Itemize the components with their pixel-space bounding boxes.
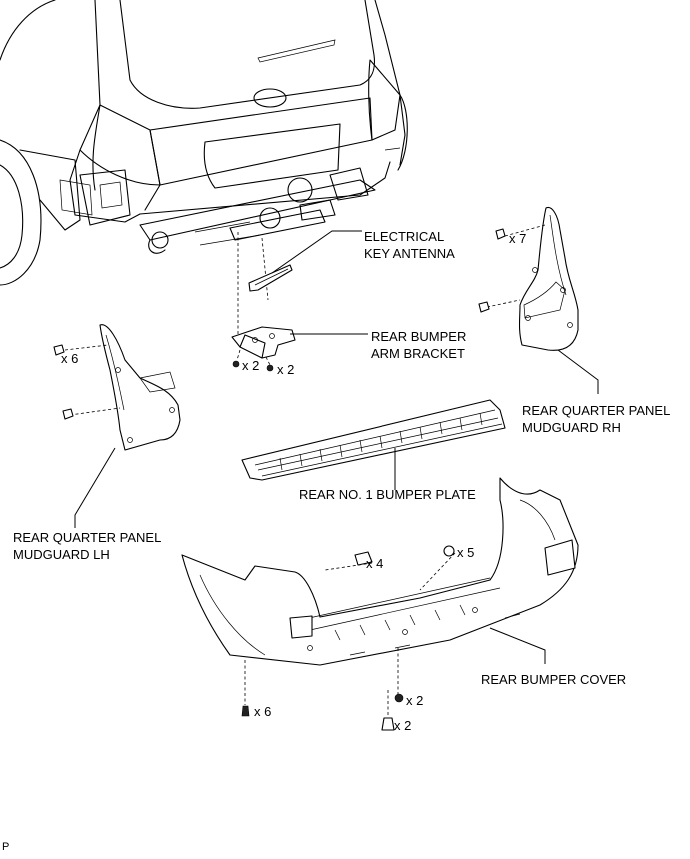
label-mudguard-lh-line1: REAR QUARTER PANEL	[13, 530, 162, 545]
mudguard-rh-part	[478, 206, 599, 394]
count-rh-mudguard-screws: x 7	[509, 231, 527, 246]
count-bracket-bolts-a: x 2	[242, 358, 260, 373]
label-rear-bumper-arm-bracket-line2: ARM BRACKET	[371, 346, 465, 361]
label-mudguard-lh-line2: MUDGUARD LH	[13, 547, 110, 562]
mudguard-lh-part	[53, 324, 181, 528]
corner-mark: P	[2, 841, 10, 853]
rear-no1-bumper-plate-part	[241, 399, 506, 490]
label-electrical-key-antenna-line1: ELECTRICAL	[364, 229, 445, 244]
plate-ribs	[279, 412, 483, 471]
label-rear-bumper-arm-bracket: REAR BUMPER ARM BRACKET	[371, 328, 466, 362]
label-mudguard-rh-line1: REAR QUARTER PANEL	[522, 403, 671, 418]
count-cover-clips-top: x 4	[366, 556, 384, 571]
electrical-key-antenna-part	[248, 230, 362, 292]
cover-fasteners	[241, 545, 455, 731]
rear-bumper-arm-bracket-part	[231, 326, 368, 372]
label-mudguard-lh: REAR QUARTER PANEL MUDGUARD LH	[13, 529, 161, 563]
count-cover-clips-center-b: x 2	[394, 718, 412, 733]
count-lh-mudguard-screws: x 6	[61, 351, 79, 366]
label-mudguard-rh: REAR QUARTER PANEL MUDGUARD RH	[522, 402, 670, 436]
count-cover-screws-top: x 5	[457, 545, 475, 560]
label-rear-bumper-cover: REAR BUMPER COVER	[481, 672, 627, 687]
count-cover-clips-center-a: x 2	[406, 693, 424, 708]
label-rear-bumper-arm-bracket-line1: REAR BUMPER	[371, 329, 467, 344]
label-electrical-key-antenna: ELECTRICAL KEY ANTENNA	[364, 228, 455, 262]
label-rear-no1-bumper-plate: REAR NO. 1 BUMPER PLATE	[299, 487, 476, 502]
rear-bumper-cover-part	[181, 477, 579, 717]
vehicle-rear-illustration	[0, 0, 408, 345]
label-electrical-key-antenna-line2: KEY ANTENNA	[364, 246, 455, 261]
count-cover-screws-bottom: x 6	[254, 704, 272, 719]
count-bracket-bolts-b: x 2	[277, 362, 295, 377]
label-mudguard-rh-line2: MUDGUARD RH	[522, 420, 621, 435]
